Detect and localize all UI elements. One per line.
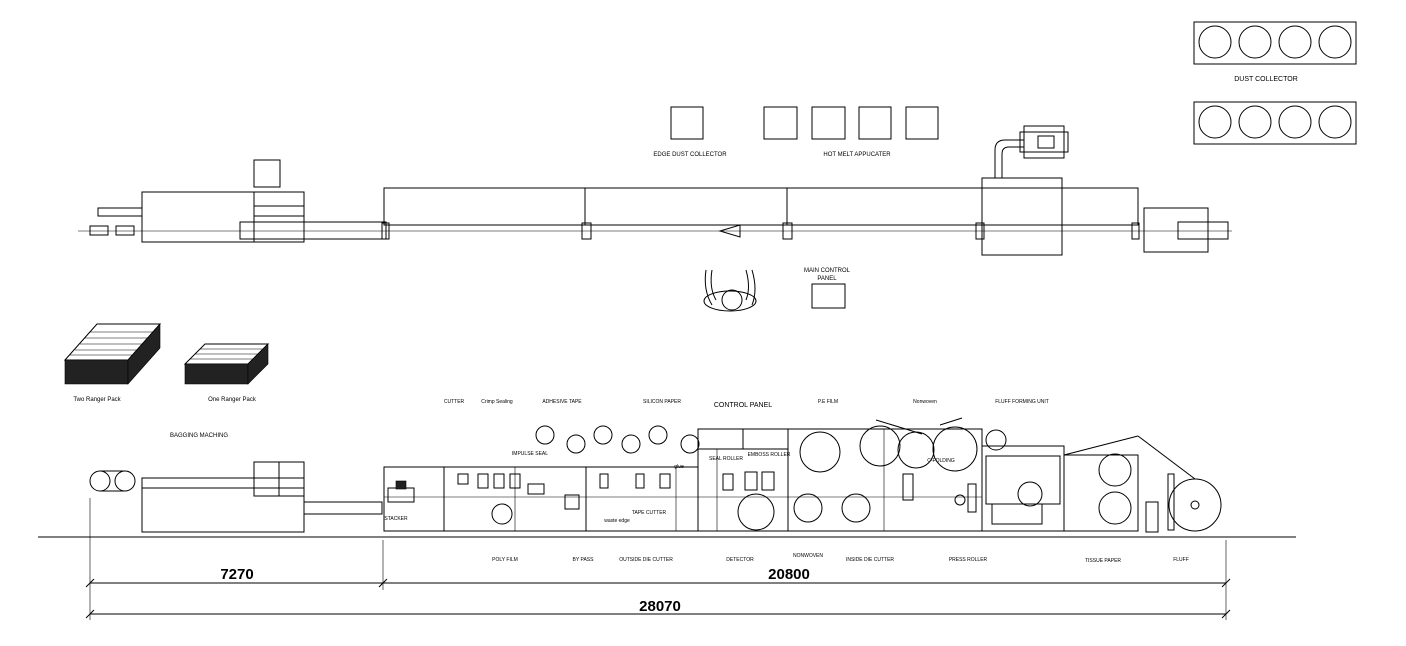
bagging-machine-label: BAGGING MACHING xyxy=(170,433,228,439)
nonwoven-label: NONWOVEN xyxy=(793,553,823,559)
poly-film-label: POLY FILM xyxy=(492,557,518,563)
main-machine-side-view xyxy=(383,417,1222,533)
by-pass-label: BY PASS xyxy=(573,557,595,563)
detector-label: DETECTOR xyxy=(726,557,754,563)
tissue-paper-label: TISSUE PAPER xyxy=(1085,558,1121,564)
waste-edge-label: waste edge xyxy=(604,518,630,524)
adhesive-tape-label: ADHESIVE TAPE xyxy=(542,399,582,405)
edge-dust-collector-label: EDGE DUST COLLECTOR xyxy=(653,152,727,158)
dust-collector-lower xyxy=(1193,101,1357,145)
main-control-panel-box xyxy=(811,283,846,309)
operator-figure xyxy=(703,269,757,312)
stacker-label: STACKER xyxy=(384,516,408,522)
outside-die-cutter-label: OUTSIDE DIE CUTTER xyxy=(619,557,673,563)
dust-collector-label: DUST COLLECTOR xyxy=(1234,76,1298,83)
impulse-seal-label: IMPULSE SEAL xyxy=(512,451,548,457)
one-ranger-pack-label: One Ranger Pack xyxy=(208,397,257,403)
fluff-forming-unit-label: FLUFF FORMING UNIT xyxy=(995,399,1049,405)
dimension-total: 28070 xyxy=(639,598,681,615)
inside-die-cutter-label: INSIDE DIE CUTTER xyxy=(846,557,894,563)
two-ranger-pack xyxy=(63,323,162,385)
cutter-label: CUTTER xyxy=(444,399,465,405)
fluff-label: FLUFF xyxy=(1173,557,1189,563)
silicon-paper-label: SILICON PAPER xyxy=(643,399,681,405)
two-ranger-pack-label: Two Ranger Pack xyxy=(73,397,121,403)
emboss-roller-label: EMBOSS ROLLER xyxy=(748,452,791,458)
main-control-panel-label-1: MAIN CONTROL xyxy=(804,268,851,274)
dust-collector-upper xyxy=(1193,21,1357,65)
pe-film-label: P.E FILM xyxy=(818,399,838,405)
control-panel-label: CONTROL PANEL xyxy=(714,402,772,409)
hot-melt-applicator-boxes xyxy=(763,106,939,140)
tape-cutter-label: TAPE CUTTER xyxy=(632,510,667,516)
edge-dust-collector-box xyxy=(670,106,704,140)
glue-label: glue xyxy=(674,464,684,470)
dimension-lines xyxy=(85,498,1231,620)
c-folding-label: C-FOLDING xyxy=(927,458,955,464)
nonwoven-top-label: Nonwoven xyxy=(913,399,937,405)
hot-melt-applicator-label: HOT MELT APPUCATER xyxy=(823,152,891,158)
crimp-sealing-label: Crimp Sealing xyxy=(481,399,513,405)
seal-roller-label: SEAL ROLLER xyxy=(709,456,743,462)
one-ranger-pack xyxy=(183,343,270,385)
main-control-panel-label-2: PANEL xyxy=(817,276,837,282)
dimension-left: 7270 xyxy=(220,566,253,583)
dimension-right: 20800 xyxy=(768,566,810,583)
press-roller-label: PRESS ROLLER xyxy=(949,557,988,563)
bagging-machine xyxy=(89,461,383,533)
top-view-line xyxy=(78,125,1232,256)
